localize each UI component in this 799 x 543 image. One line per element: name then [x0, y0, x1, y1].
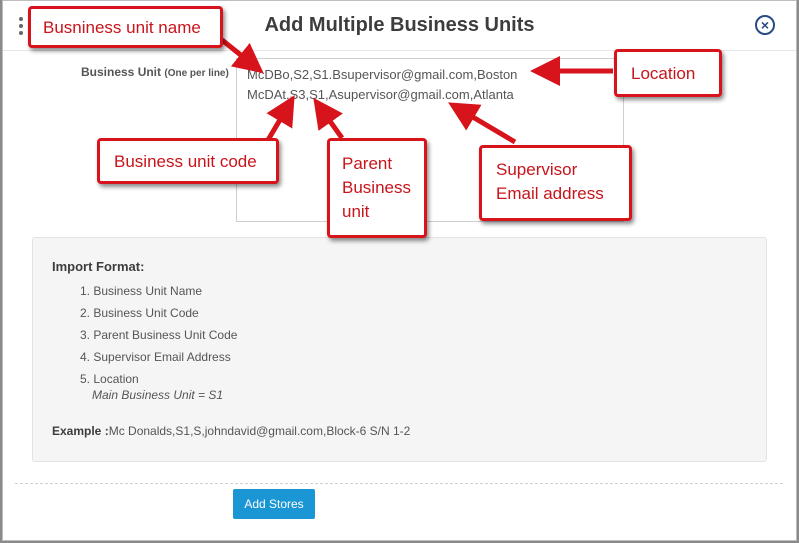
callout-text: Email address: [496, 184, 604, 203]
list-item: 2. Business Unit Code: [80, 306, 199, 320]
callout-parent-business-unit: Parent Business unit: [327, 138, 427, 238]
arrow-business-unit-name: [220, 38, 264, 74]
callout-business-unit-name: Busniness unit name: [28, 6, 223, 48]
import-format-title: Import Format:: [52, 259, 145, 274]
callout-text: Business: [342, 178, 411, 197]
footer-divider: [15, 483, 783, 484]
list-item: 5. Location: [80, 372, 139, 386]
callout-location: Location: [614, 49, 722, 97]
business-unit-label: Business Unit (One per line): [81, 65, 229, 79]
callout-text: Parent: [342, 154, 393, 173]
business-unit-label-main: Business Unit: [81, 65, 162, 79]
callout-supervisor-email: Supervisor Email address: [479, 145, 632, 221]
main-business-unit-note: Main Business Unit = S1: [92, 388, 224, 402]
callout-text: unit: [342, 202, 370, 221]
list-item: 1. Business Unit Name: [80, 284, 203, 298]
callout-business-unit-code: Business unit code: [97, 138, 279, 184]
arrow-supervisor-email: [448, 102, 517, 145]
callout-text: Location: [631, 64, 696, 83]
arrow-parent-business-unit: [313, 97, 345, 140]
example-line: Example :Mc Donalds,S1,S,johndavid@gmail…: [52, 424, 410, 438]
business-unit-label-hint: (One per line): [164, 68, 229, 79]
callout-text: Supervisor: [496, 160, 578, 179]
add-stores-button[interactable]: Add Stores: [233, 489, 315, 519]
list-item: 4. Supervisor Email Address: [80, 350, 231, 364]
example-value: Mc Donalds,S1,S,johndavid@gmail.com,Bloc…: [108, 424, 411, 438]
close-button[interactable]: ×: [755, 15, 775, 35]
list-item: 3. Parent Business Unit Code: [80, 328, 238, 342]
callout-text: Busniness unit name: [43, 18, 201, 37]
import-format-list: 1. Business Unit Name 2. Business Unit C…: [80, 280, 237, 390]
arrow-business-unit-code: [265, 95, 295, 142]
modal-header: Add Multiple Business Units ×: [3, 1, 796, 51]
modal-title: Add Multiple Business Units: [264, 14, 535, 36]
callout-text: Business unit code: [114, 152, 257, 171]
textarea-line: McDBo,S2,S1.Bsupervisor@gmail.com,Boston: [247, 67, 518, 82]
drag-handle-icon[interactable]: [19, 17, 27, 35]
example-label: Example :: [52, 424, 109, 438]
